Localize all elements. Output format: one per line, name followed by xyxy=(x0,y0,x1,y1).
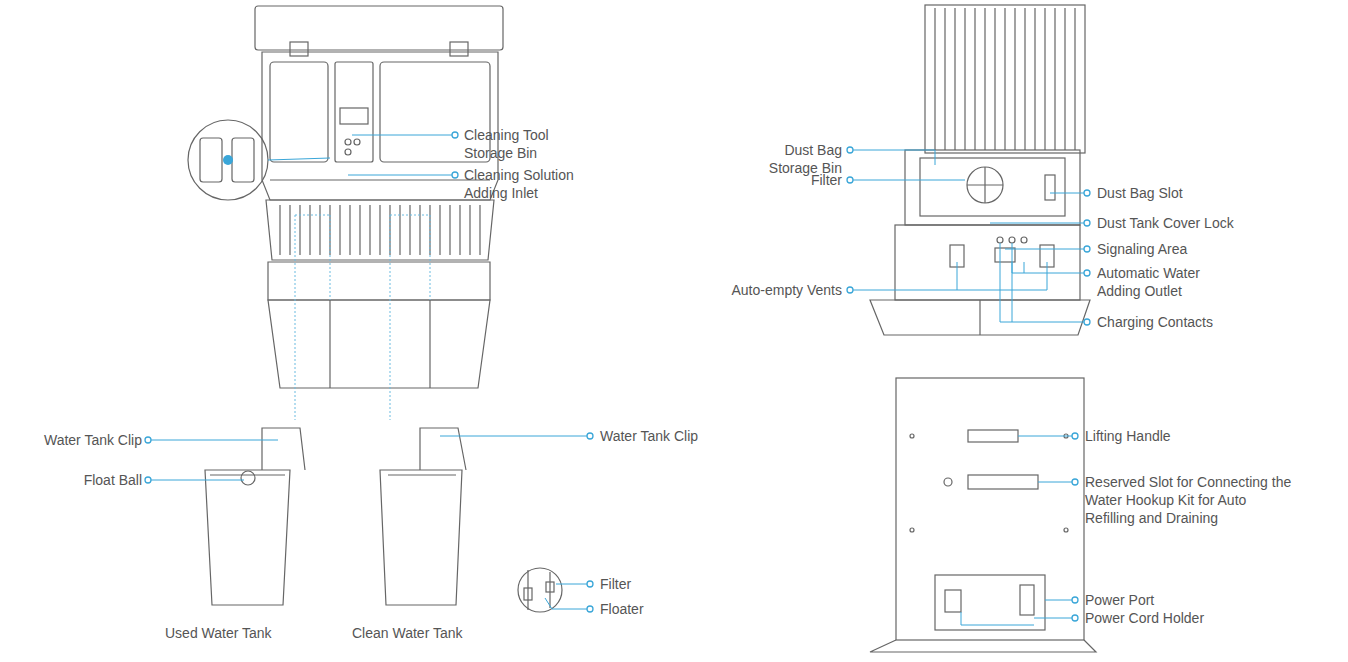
part-label: Charging Contacts xyxy=(1097,313,1297,331)
part-label: Automatic Water Adding Outlet xyxy=(1097,264,1222,300)
part-label: Dust Tank Cover Lock xyxy=(1097,214,1317,232)
part-label: Cleaning Tool Storage Bin xyxy=(464,126,574,162)
part-label: Water Tank Clip xyxy=(600,427,740,445)
part-label: Filter xyxy=(752,171,842,189)
part-label: Power Cord Holder xyxy=(1085,609,1285,627)
part-label: Floater xyxy=(600,600,700,618)
part-label: Used Water Tank xyxy=(165,624,305,642)
part-label: Cleaning Solution Adding Inlet xyxy=(464,166,594,202)
part-label: Power Port xyxy=(1085,591,1285,609)
part-label: Water Tank Clip xyxy=(12,431,142,449)
part-label: Auto-empty Vents xyxy=(652,281,842,299)
part-label: Lifting Handle xyxy=(1085,427,1285,445)
part-label: Reserved Slot for Connecting the Water H… xyxy=(1085,473,1297,527)
part-label: Signaling Area xyxy=(1097,240,1297,258)
part-label: Dust Bag Storage Bin xyxy=(752,141,842,177)
part-label: Filter xyxy=(600,575,700,593)
part-label: Clean Water Tank xyxy=(352,624,492,642)
part-label: Float Ball xyxy=(42,471,142,489)
part-label: Dust Bag Slot xyxy=(1097,184,1297,202)
